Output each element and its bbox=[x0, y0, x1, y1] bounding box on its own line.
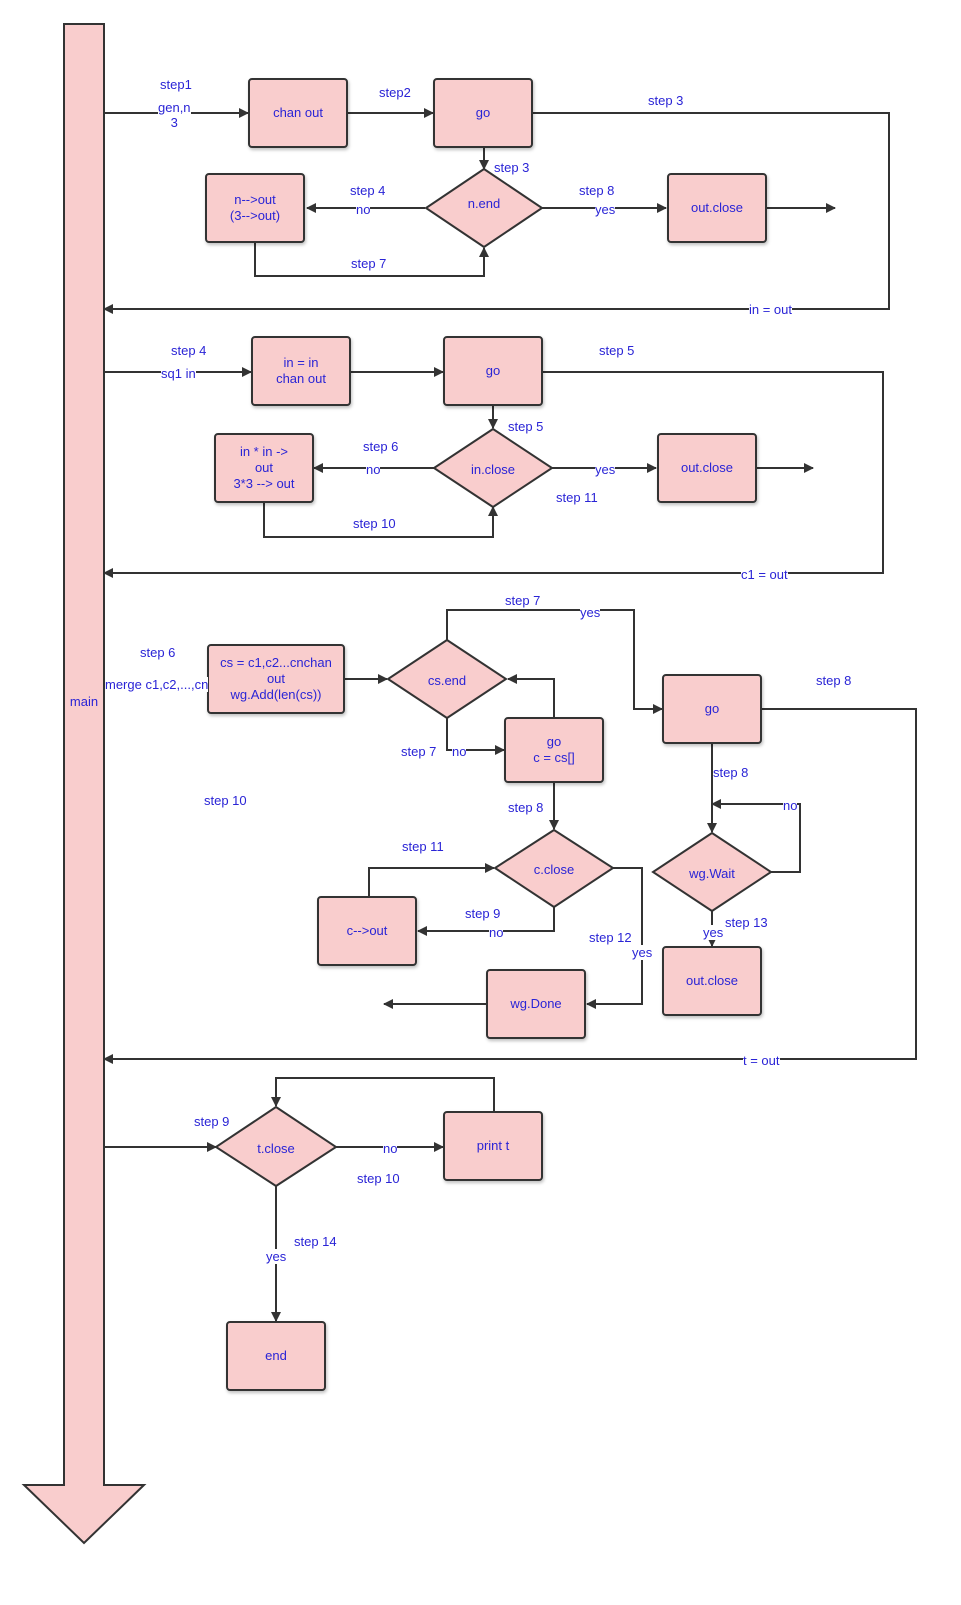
edge-wg-wait-no-loop bbox=[711, 799, 801, 873]
label-step12: step 12 bbox=[589, 930, 632, 945]
label-step14: step 14 bbox=[294, 1234, 337, 1249]
label-yes-4: yes bbox=[632, 945, 653, 960]
label-merge: merge c1,c2,...,cn bbox=[105, 677, 209, 692]
label-no-2: no bbox=[366, 462, 381, 477]
label-step2: step2 bbox=[379, 85, 411, 100]
edge-go3-return-t-out bbox=[103, 708, 917, 1064]
label-step6-b: step 6 bbox=[140, 645, 176, 660]
edge-cs-end-no bbox=[446, 718, 505, 755]
label-step8-c: step 8 bbox=[713, 765, 749, 780]
main-label: main bbox=[69, 694, 99, 709]
node-go-3: go bbox=[662, 674, 762, 744]
label-step8-b: step 8 bbox=[816, 673, 852, 688]
edge-in-mult-loop bbox=[263, 503, 498, 538]
diamond-in-close-text: in.close bbox=[470, 461, 516, 477]
edge-c-out-loop bbox=[368, 863, 495, 897]
label-step4-a: step 4 bbox=[350, 183, 386, 198]
label-gen-n: gen,n 3 bbox=[158, 100, 191, 130]
edge-c-close-no bbox=[417, 907, 555, 936]
label-no-6: no bbox=[383, 1141, 398, 1156]
label-yes-2: yes bbox=[595, 462, 616, 477]
label-step9-b: step 9 bbox=[194, 1114, 230, 1129]
edge-print-loop bbox=[271, 1077, 495, 1112]
label-step7-c: step 7 bbox=[401, 744, 437, 759]
node-cs: cs = c1,c2...cnchan out wg.Add(len(cs)) bbox=[207, 644, 345, 714]
label-yes-6: yes bbox=[266, 1249, 287, 1264]
label-step7-b: step 7 bbox=[505, 593, 541, 608]
label-step8-d: step 8 bbox=[508, 800, 544, 815]
diamond-c-close bbox=[493, 828, 615, 909]
diamond-n-end-text: n.end bbox=[467, 195, 501, 211]
node-in-mult: in * in -> out 3*3 --> out bbox=[214, 433, 314, 503]
edge-go-return-in-out bbox=[103, 112, 890, 314]
label-step5-b: step 5 bbox=[508, 419, 544, 434]
label-no-1: no bbox=[356, 202, 371, 217]
diamond-cs-end-text: cs.end bbox=[427, 672, 467, 688]
label-no-4: no bbox=[783, 798, 798, 813]
label-step4-b: step 4 bbox=[171, 343, 207, 358]
label-c1-out: c1 = out bbox=[741, 567, 788, 582]
node-go-c: go c = cs[] bbox=[504, 717, 604, 783]
edge-n-out-loop bbox=[254, 242, 489, 277]
label-step11-a: step 11 bbox=[556, 490, 598, 505]
node-n-out: n-->out (3-->out) bbox=[205, 173, 305, 243]
diamond-t-close-text: t.close bbox=[257, 1140, 295, 1156]
diamond-t-close bbox=[214, 1105, 338, 1188]
label-step10-b: step 10 bbox=[204, 793, 247, 808]
label-step3-b: step 3 bbox=[494, 160, 530, 175]
label-step8-a: step 8 bbox=[579, 183, 615, 198]
node-end: end bbox=[226, 1321, 326, 1391]
label-step6-a: step 6 bbox=[363, 439, 399, 454]
node-print-t: print t bbox=[443, 1111, 543, 1181]
node-out-close-1: out.close bbox=[667, 173, 767, 243]
diamond-wg-wait bbox=[651, 831, 773, 913]
edge-c-close-yes bbox=[586, 867, 643, 1009]
node-c-out: c-->out bbox=[317, 896, 417, 966]
label-step3-a: step 3 bbox=[648, 93, 684, 108]
label-step10-c: step 10 bbox=[357, 1171, 400, 1186]
label-yes-3: yes bbox=[580, 605, 601, 620]
node-go-2: go bbox=[443, 336, 543, 406]
label-step1: step1 bbox=[160, 77, 192, 92]
node-chan-out: chan out bbox=[248, 78, 348, 148]
label-step13: step 13 bbox=[725, 915, 768, 930]
edge-go-c-to-cs-end bbox=[507, 674, 555, 718]
diamond-c-close-text: c.close bbox=[533, 861, 575, 877]
label-sq1-in: sq1 in bbox=[161, 366, 196, 381]
edge-cs-end-yes bbox=[446, 609, 663, 714]
node-out-close-2: out.close bbox=[657, 433, 757, 503]
node-out-close-3: out.close bbox=[662, 946, 762, 1016]
main-timeline-arrow bbox=[21, 23, 147, 1545]
diamond-n-end bbox=[424, 167, 544, 249]
label-step9-a: step 9 bbox=[465, 906, 501, 921]
label-step10-a: step 10 bbox=[353, 516, 396, 531]
label-yes-1: yes bbox=[595, 202, 616, 217]
label-in-out: in = out bbox=[749, 302, 793, 317]
label-step5-a: step 5 bbox=[599, 343, 635, 358]
node-go-1: go bbox=[433, 78, 533, 148]
diamond-in-close bbox=[432, 427, 554, 509]
diamond-wg-wait-text: wg.Wait bbox=[689, 865, 735, 881]
edge-go-return-c1-out bbox=[103, 371, 884, 578]
node-in-chan-out: in = in chan out bbox=[251, 336, 351, 406]
diamond-cs-end bbox=[386, 638, 508, 720]
label-step11-b: step 11 bbox=[402, 839, 444, 854]
node-wg-done: wg.Done bbox=[486, 969, 586, 1039]
label-no-3: no bbox=[452, 744, 467, 759]
label-step7-a: step 7 bbox=[351, 256, 387, 271]
label-no-5: no bbox=[489, 925, 504, 940]
label-yes-5: yes bbox=[703, 925, 724, 940]
label-t-out: t = out bbox=[743, 1053, 780, 1068]
